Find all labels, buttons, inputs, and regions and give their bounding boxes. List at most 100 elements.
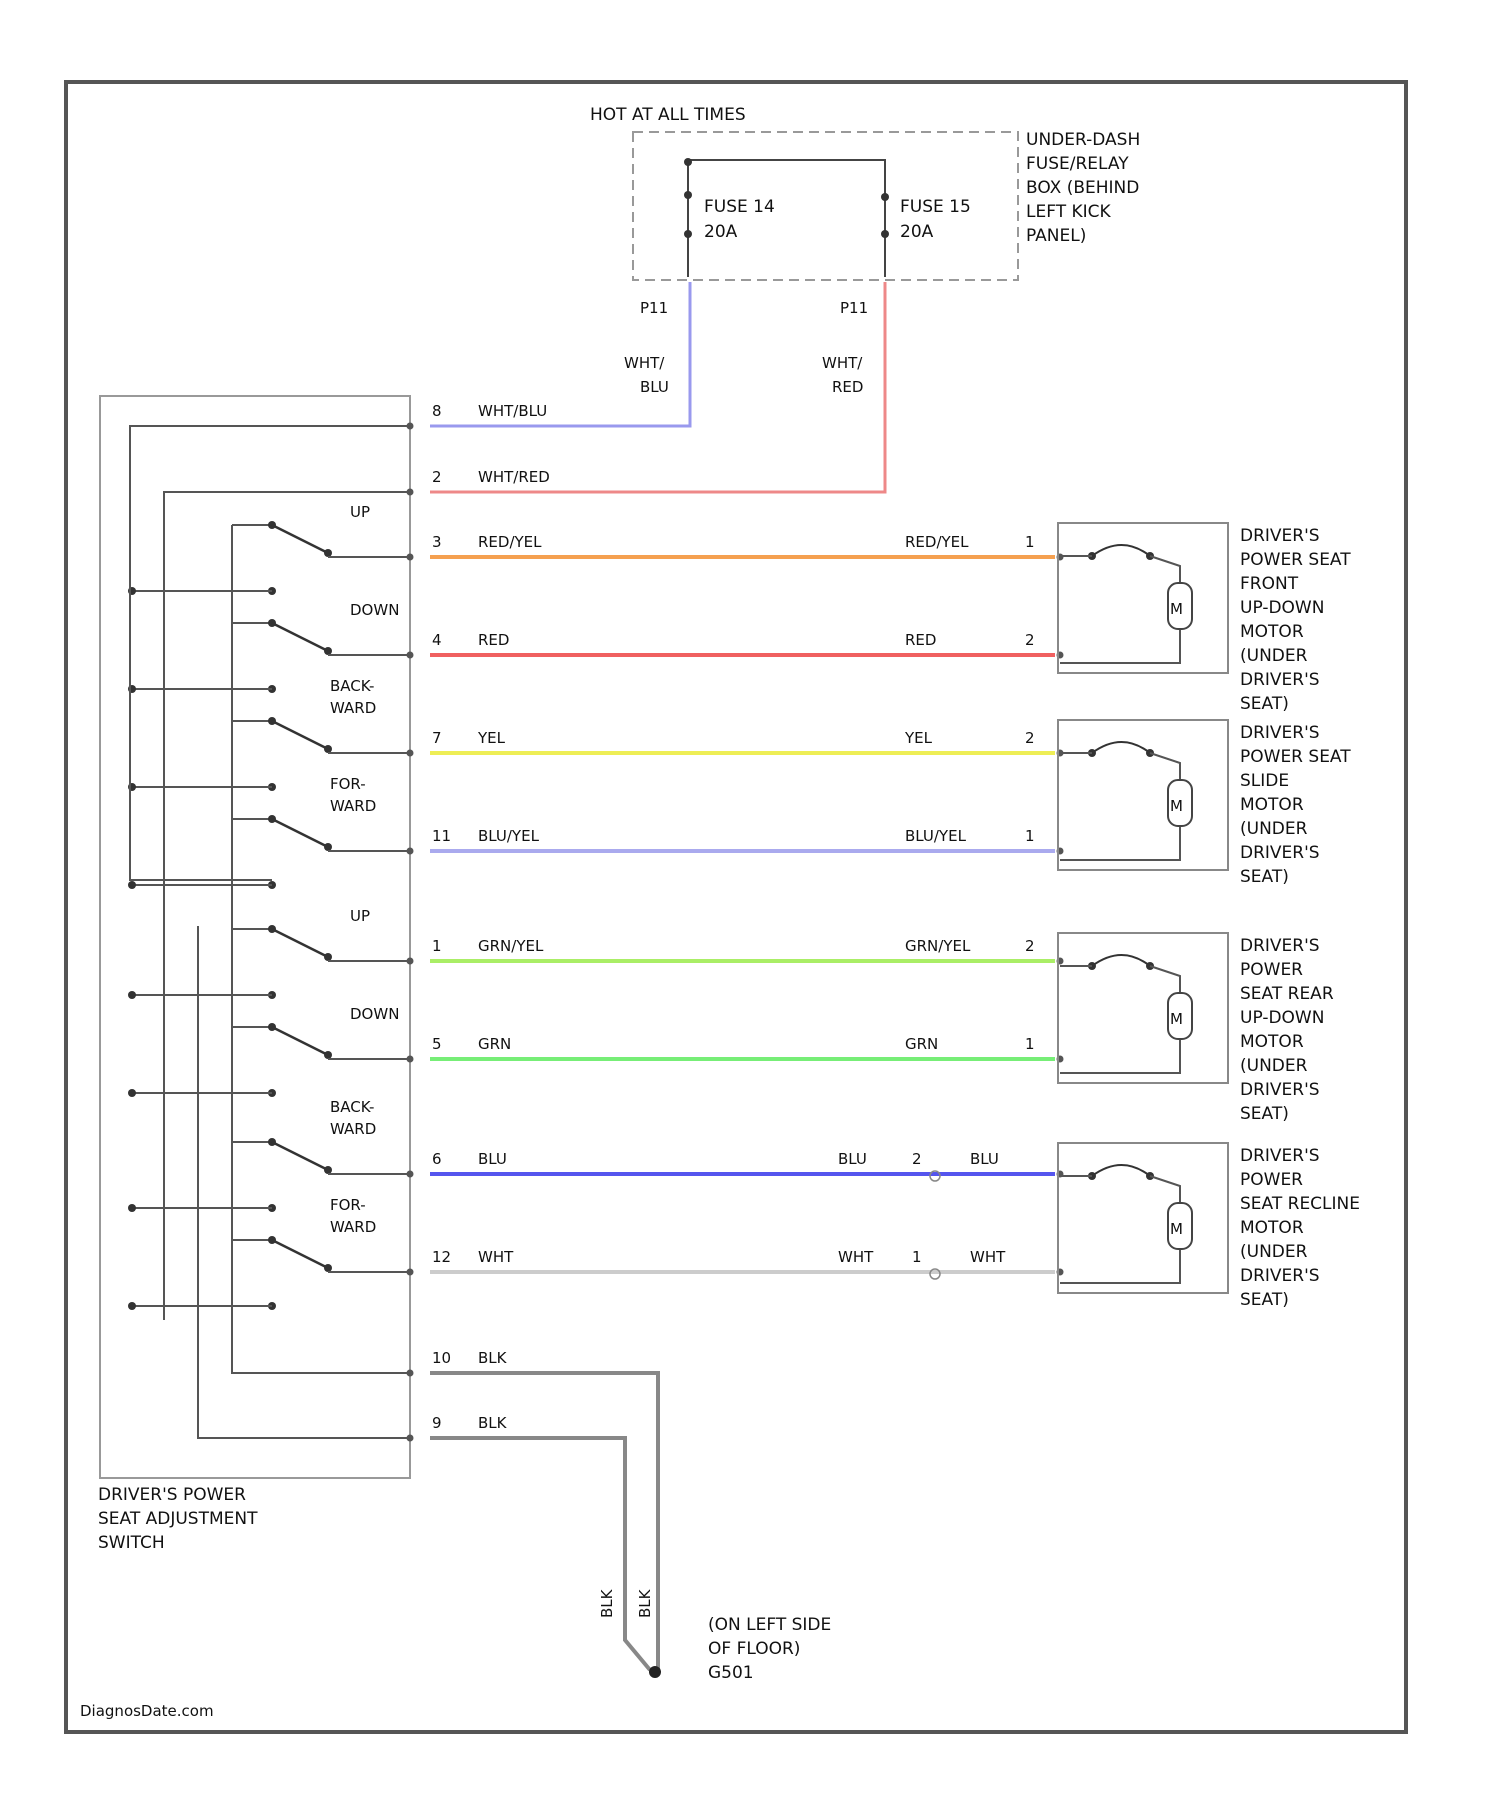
wire-label-left: BLK bbox=[478, 1349, 508, 1367]
motor-label-line: SEAT RECLINE bbox=[1240, 1194, 1360, 1214]
motor-label-line: SEAT) bbox=[1240, 1104, 1289, 1124]
motor-label-line: DRIVER'S bbox=[1240, 1080, 1320, 1100]
fuse-14: FUSE 14 20A P11 bbox=[640, 158, 775, 317]
motor-label-line: UP-DOWN bbox=[1240, 598, 1324, 618]
wire-label-right: GRN/YEL bbox=[905, 937, 971, 955]
switch-contact bbox=[324, 647, 332, 655]
fuse-box-label-line: PANEL) bbox=[1026, 226, 1086, 246]
fuse-15-wire-label: RED bbox=[832, 378, 863, 396]
motor-winding-lead bbox=[1060, 753, 1180, 860]
ground-wire-label: BLK bbox=[636, 1588, 654, 1618]
switch-position-label: UP bbox=[350, 503, 370, 521]
switch-position-label: DOWN bbox=[350, 1005, 399, 1023]
switch-contact bbox=[324, 745, 332, 753]
switch-wiper bbox=[272, 929, 328, 957]
motor-label-line: FRONT bbox=[1240, 574, 1299, 594]
motor-label-line: DRIVER'S bbox=[1240, 1266, 1320, 1286]
motor-housing bbox=[1058, 720, 1228, 870]
wire-label-left: WHT/RED bbox=[478, 468, 550, 486]
switch-position-label: FOR- bbox=[330, 1196, 366, 1214]
wire-label-right: RED bbox=[905, 631, 936, 649]
fuse-box-label-line: LEFT KICK bbox=[1026, 202, 1112, 222]
wire-label-left: GRN/YEL bbox=[478, 937, 544, 955]
fuse-15-wire-label: WHT/ bbox=[822, 354, 863, 372]
motor-breaker bbox=[1092, 1165, 1150, 1176]
switch-name-label: DRIVER'S POWER SEAT ADJUSTMENT SWITCH bbox=[98, 1485, 258, 1553]
motor-label-line: DRIVER'S bbox=[1240, 526, 1320, 546]
pin-label: 1 bbox=[432, 937, 442, 955]
motor-housing bbox=[1058, 1143, 1228, 1293]
motor-label-line: POWER SEAT bbox=[1240, 550, 1351, 570]
motor-label-line: DRIVER'S bbox=[1240, 936, 1320, 956]
wire-label-left: BLK bbox=[478, 1414, 508, 1432]
wire-label-right: BLU/YEL bbox=[905, 827, 967, 845]
switch-outline bbox=[100, 396, 410, 1478]
wire-label-left: RED bbox=[478, 631, 509, 649]
switch-wiper bbox=[272, 1240, 328, 1268]
motor-pin-label: 1 bbox=[912, 1248, 922, 1266]
switch-wiper bbox=[272, 819, 328, 847]
switch-wiper bbox=[272, 721, 328, 749]
motor-label-line: (UNDER bbox=[1240, 819, 1308, 839]
ground-label-line: G501 bbox=[708, 1663, 754, 1683]
switch-node bbox=[128, 991, 136, 999]
motor-1: MDRIVER'SPOWER SEATFRONTUP-DOWNMOTOR(UND… bbox=[1058, 523, 1351, 714]
motor-pin-label: 2 bbox=[912, 1150, 922, 1168]
motor-label-line: SLIDE bbox=[1240, 771, 1289, 791]
motor-winding-lead bbox=[1060, 1176, 1180, 1283]
wire-label-far: WHT bbox=[970, 1248, 1006, 1266]
ground-label-line: (ON LEFT SIDE bbox=[708, 1615, 831, 1635]
wire-label-left: WHT bbox=[478, 1248, 514, 1266]
wire-blk-ground-2 bbox=[430, 1438, 650, 1670]
motor-label-line: DRIVER'S bbox=[1240, 723, 1320, 743]
fuse-14-rating: 20A bbox=[704, 222, 738, 242]
motor-label-line: POWER bbox=[1240, 1170, 1303, 1190]
motor-housing bbox=[1058, 523, 1228, 673]
motor-symbol: M bbox=[1170, 797, 1183, 815]
switch-contact bbox=[324, 953, 332, 961]
switch-position-label: BACK- bbox=[330, 677, 374, 695]
fuse-15-node bbox=[881, 230, 889, 238]
switch-node bbox=[128, 1302, 136, 1310]
fuse-14-wire-label: BLU bbox=[640, 378, 669, 396]
motor-pin-label: 1 bbox=[1025, 533, 1035, 551]
motor-symbol: M bbox=[1170, 1220, 1183, 1238]
switch-node bbox=[128, 1204, 136, 1212]
motor-label-line: MOTOR bbox=[1240, 622, 1304, 642]
switch-name-line: SEAT ADJUSTMENT bbox=[98, 1509, 258, 1529]
fuse-box-label-line: UNDER-DASH bbox=[1026, 130, 1140, 150]
motor-pin-label: 2 bbox=[1025, 729, 1035, 747]
switch-contact bbox=[324, 1166, 332, 1174]
fuse-box-label-line: FUSE/RELAY bbox=[1026, 154, 1129, 174]
wire-label-right: GRN bbox=[905, 1035, 938, 1053]
motor-label-line: SEAT) bbox=[1240, 867, 1289, 887]
motor-label-line: DRIVER'S bbox=[1240, 843, 1320, 863]
pin-label: 12 bbox=[432, 1248, 451, 1266]
motor-symbol: M bbox=[1170, 600, 1183, 618]
motor-label-line: POWER bbox=[1240, 960, 1303, 980]
switch-wiper bbox=[272, 1142, 328, 1170]
motor-winding-lead bbox=[1060, 966, 1180, 1073]
fuse-15-rating: 20A bbox=[900, 222, 934, 242]
motor-label-line: MOTOR bbox=[1240, 795, 1304, 815]
fuse-15-terminal: P11 bbox=[840, 299, 868, 317]
motor-label-line: SEAT) bbox=[1240, 694, 1289, 714]
wire-label-left: RED/YEL bbox=[478, 533, 542, 551]
wire-label-left: YEL bbox=[477, 729, 506, 747]
wire-label-far: BLU bbox=[970, 1150, 999, 1168]
pin-label: 7 bbox=[432, 729, 442, 747]
switch-wiper bbox=[272, 525, 328, 553]
motor-label-line: DRIVER'S bbox=[1240, 670, 1320, 690]
fuse-14-name: FUSE 14 bbox=[704, 197, 775, 217]
switch-contact bbox=[324, 1051, 332, 1059]
motor-label-line: MOTOR bbox=[1240, 1032, 1304, 1052]
fuse-14-terminal: P11 bbox=[640, 299, 668, 317]
switch-wiper bbox=[272, 1027, 328, 1055]
fuse-bus-bar bbox=[688, 160, 885, 195]
fuse-box-label: UNDER-DASH FUSE/RELAY BOX (BEHIND LEFT K… bbox=[1026, 130, 1140, 246]
fuse-14-node bbox=[684, 191, 692, 199]
